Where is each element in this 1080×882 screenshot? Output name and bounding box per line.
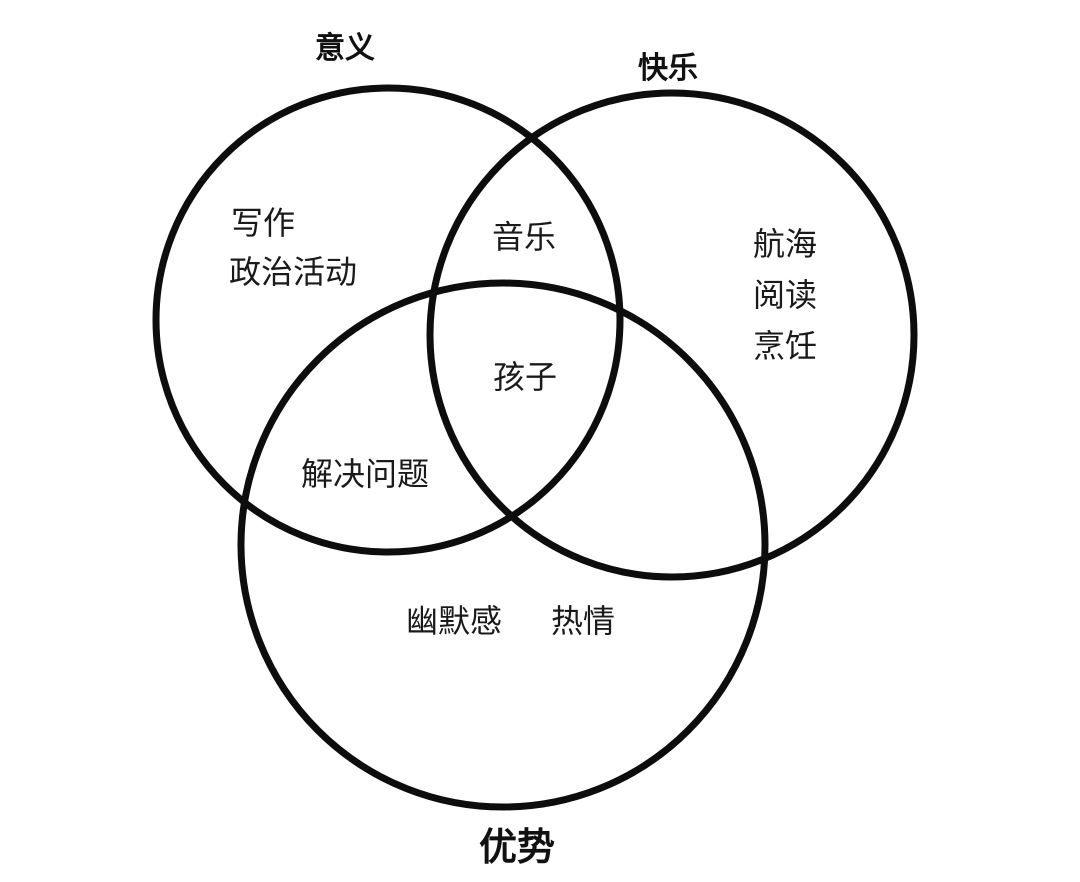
strength-only-item: 热情 [551, 602, 615, 640]
joy-only-item: 烹饪 [753, 327, 817, 365]
circle-joy [426, 89, 918, 581]
circle-strength [237, 279, 769, 811]
meaning-strength-item: 解决问题 [301, 455, 429, 493]
set-label-strength: 优势 [479, 825, 555, 869]
joy-only-item: 航海 [753, 225, 817, 263]
joy-only-item: 阅读 [753, 276, 817, 314]
set-label-meaning: 意义 [315, 31, 375, 66]
meaning-only-item: 写作 [231, 204, 295, 242]
set-label-joy: 快乐 [638, 51, 698, 86]
circle-meaning [152, 84, 624, 556]
all-three-item: 孩子 [493, 358, 557, 396]
meaning-only-item: 政治活动 [229, 253, 357, 291]
meaning-joy-item: 音乐 [492, 218, 556, 256]
strength-only-item: 幽默感 [406, 602, 502, 640]
